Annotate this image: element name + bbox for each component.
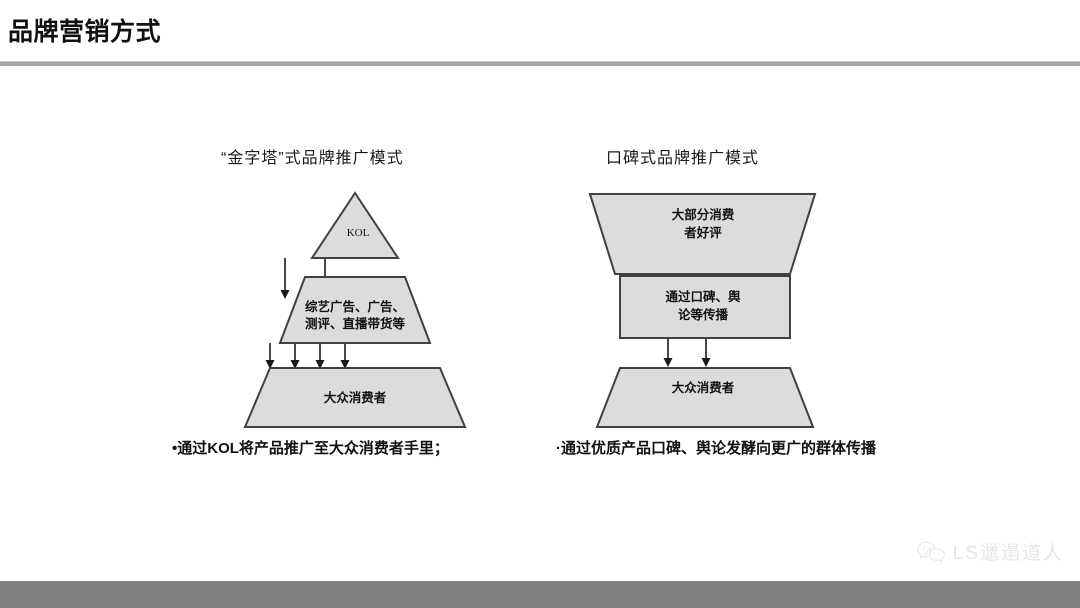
pyramid-tier-kol-label: KOL xyxy=(347,227,370,239)
pyramid-section-heading: “金字塔”式品牌推广模式 xyxy=(221,150,404,167)
pyramid-bullet-note: •通过KOL将产品推广至大众消费者手里； xyxy=(172,440,449,457)
footer-bar xyxy=(0,581,1080,608)
pyramid-tier-mass xyxy=(243,367,467,428)
pyramid-tier-mass-label: 大众消费者 xyxy=(324,390,387,405)
wom-tier-reviews-label-line2: 者好评 xyxy=(683,225,722,240)
pyramid-tier-channels xyxy=(278,276,432,344)
word-of-mouth-diagram: 大部分消费 者好评 通过口碑、舆 论等传播 大众消费者 xyxy=(588,193,817,428)
pyramid-tier-kol xyxy=(310,191,400,259)
wom-connectors-bottom xyxy=(663,338,711,367)
wom-bullet-note: ·通过优质产品口碑、舆论发酵向更广的群体传播 xyxy=(556,440,876,457)
wom-tier-reviews xyxy=(588,193,817,275)
wechat-icon xyxy=(916,541,945,562)
wom-tier-spread-label-line2: 论等传播 xyxy=(678,307,729,322)
wom-tier-spread-label-line1: 通过口碑、舆 xyxy=(665,289,741,304)
pyramid-connectors-bottom xyxy=(265,343,350,369)
wom-tier-spread xyxy=(619,275,791,339)
title-divider xyxy=(0,61,1080,66)
page-title: 品牌营销方式 xyxy=(8,18,162,46)
wom-tier-mass xyxy=(595,367,815,428)
wom-section-heading: 口碑式品牌推广模式 xyxy=(606,150,760,167)
watermark-label: LS邋遢道人 xyxy=(952,543,1064,564)
wom-tier-mass-label: 大众消费者 xyxy=(672,380,735,395)
pyramid-tier-channels-label-line2: 测评、直播带货等 xyxy=(305,316,406,331)
wom-tier-reviews-label-line1: 大部分消费 xyxy=(672,207,735,222)
pyramid-diagram: KOL 综艺广告、广告、 测评、直播带货等 大众消费者 xyxy=(243,191,467,428)
pyramid-tier-channels-label-line1: 综艺广告、广告、 xyxy=(305,299,405,314)
watermark: LS邋遢道人 xyxy=(916,538,1064,565)
